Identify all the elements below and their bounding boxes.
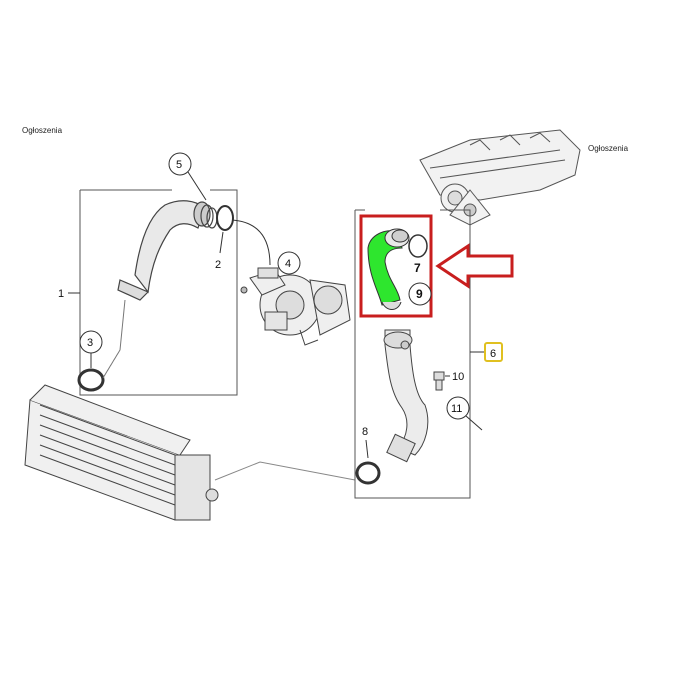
highlighted-hose-9 [367, 228, 410, 310]
callout-circle-5 [168, 152, 192, 176]
ad-label-right: Ogłoszenia [588, 144, 629, 153]
part-label-10: 10 [452, 371, 464, 383]
leader-line-3b [102, 299, 126, 379]
seal-ring-7 [408, 234, 428, 258]
part-label-3: 3 [87, 337, 93, 349]
part-label-6: 6 [490, 348, 496, 360]
leader-line-4 [231, 219, 271, 266]
part-label-4: 4 [285, 258, 291, 270]
leader-line-2 [219, 231, 224, 254]
part-label-11: 11 [451, 403, 462, 415]
seal-ring-8 [355, 461, 381, 485]
part-label-8: 8 [362, 426, 368, 438]
seal-ring-2 [216, 205, 234, 231]
sensor-10-image [433, 371, 445, 391]
pointer-arrow [435, 243, 514, 289]
part-label-9: 9 [416, 287, 423, 301]
leader-line-11 [465, 415, 483, 431]
group-box-1 [79, 189, 238, 396]
leader-line-8 [365, 439, 369, 459]
part-label-2: 2 [215, 259, 221, 271]
part-label-5: 5 [176, 159, 182, 171]
turbocharger-image [240, 267, 351, 346]
intercooler-image [24, 384, 219, 521]
callout-circle-4 [277, 251, 301, 275]
callout-circle-9 [408, 282, 432, 306]
connector-line-intercooler [214, 461, 356, 481]
part-badge-6 [484, 342, 503, 362]
callout-circle-11 [446, 396, 470, 420]
engine-manifold-image [419, 129, 581, 226]
leader-line-5 [187, 171, 207, 201]
part-label-7: 7 [414, 261, 421, 275]
part-label-1: 1 [58, 288, 64, 300]
highlight-frame [359, 214, 433, 318]
ad-label-left: Ogłoszenia [22, 126, 63, 135]
intake-hose-left [117, 200, 218, 301]
seal-ring-3 [77, 368, 105, 392]
group-box-6 [354, 209, 471, 499]
charge-pipe-image [383, 329, 429, 463]
